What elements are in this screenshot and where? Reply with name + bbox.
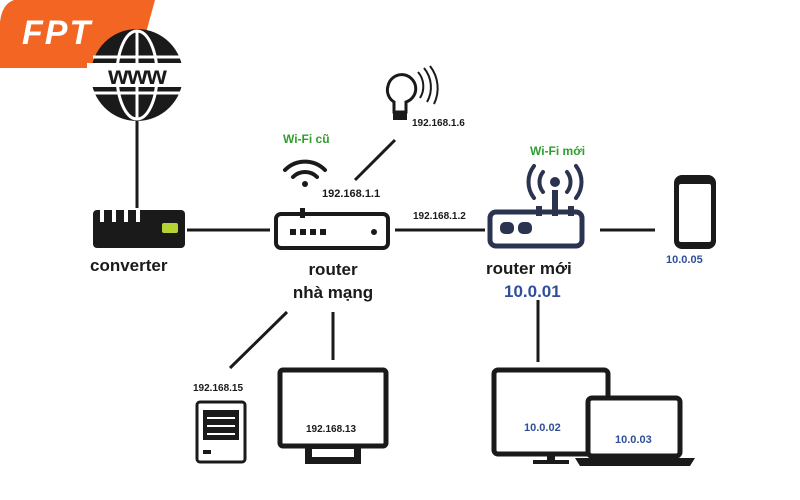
converter-label: converter <box>90 256 168 275</box>
svg-text:www: www <box>107 60 167 90</box>
wifi-new-icon <box>526 164 584 200</box>
wifi-old-icon <box>283 159 327 187</box>
isp-router-label-line2: nhà mạng <box>292 283 374 302</box>
monitor-ip: 192.168.13 <box>306 424 357 435</box>
laptop-ip: 10.0.03 <box>615 434 652 446</box>
server-ip: 192.168.15 <box>193 383 244 394</box>
link-router-server <box>228 310 289 370</box>
uplink-ip: 192.168.1.2 <box>413 211 466 222</box>
isp-router-icon <box>274 208 390 250</box>
phone-ip: 10.0.05 <box>666 254 703 266</box>
wifi-new-label: Wi-Fi mới <box>530 144 586 158</box>
new-router-ip: 10.0.01 <box>504 282 561 301</box>
monitor-icon <box>277 367 389 464</box>
light-bulb-icon <box>385 65 439 120</box>
isp-router-label-line1: router <box>308 260 358 279</box>
connection-lines <box>135 120 655 370</box>
internet-globe-icon: www <box>87 29 187 121</box>
bulb-ip: 192.168.1.6 <box>412 118 465 129</box>
isp-router-ip: 192.168.1.1 <box>322 188 381 200</box>
converter-icon <box>93 208 185 248</box>
new-router-label: router mới <box>486 259 572 278</box>
fpt-logo-text: FPT <box>22 14 93 52</box>
phone-icon <box>674 175 716 249</box>
link-router-bulb <box>353 138 397 182</box>
wifi-old-label: Wi-Fi cũ <box>283 132 330 146</box>
server-icon <box>195 400 247 464</box>
laptop-icon <box>575 395 695 466</box>
desktop-ip: 10.0.02 <box>524 422 561 434</box>
new-router-icon <box>487 190 585 249</box>
